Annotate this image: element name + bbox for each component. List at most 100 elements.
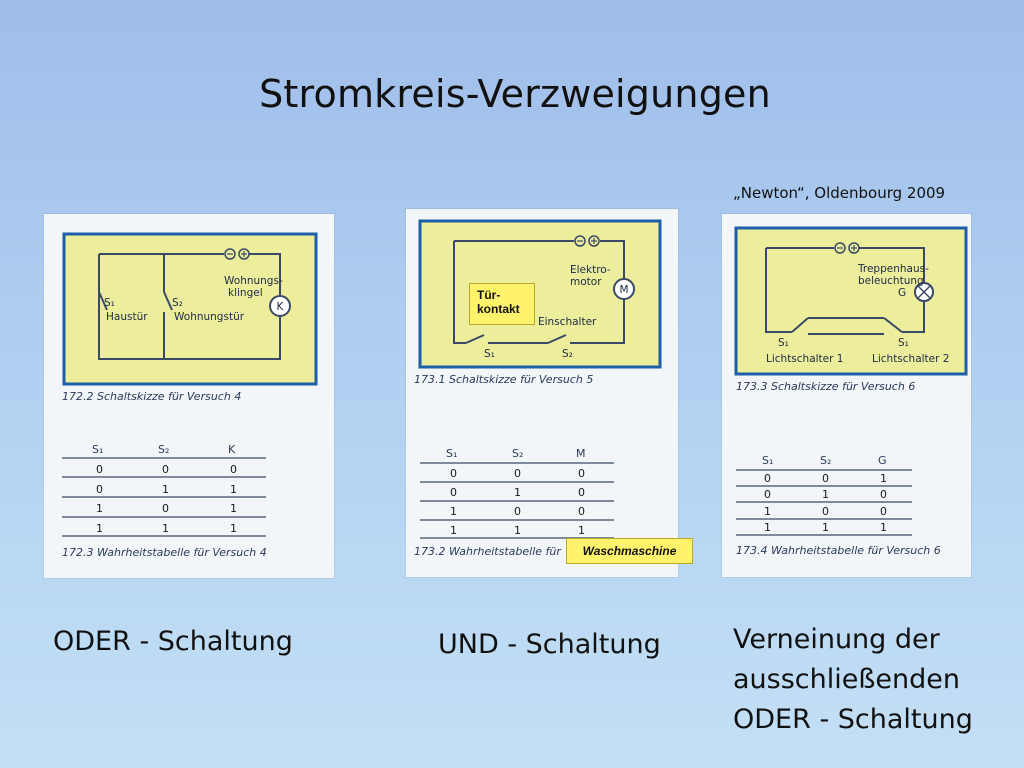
oder-device-label-2: klingel [228, 287, 263, 299]
und-cell: 0 [578, 467, 585, 480]
xnor-cell: 0 [822, 505, 829, 518]
panel-oder-schaltung: K Wohnungs- klingel S₁ Haustür S₂ Wohnun… [44, 214, 334, 578]
xnor-cell: 0 [880, 488, 887, 501]
und-cell: 1 [578, 524, 585, 537]
oder-switch-s2 [163, 291, 173, 311]
motor-device-icon [613, 278, 635, 300]
xnor-s1-left: S₁ [778, 337, 789, 349]
xnor-switch2-label: Lichtschalter 2 [872, 353, 949, 365]
und-cell: 0 [450, 467, 457, 480]
attribution-text: „Newton“, Oldenbourg 2009 [733, 184, 946, 202]
oder-cell: 1 [230, 522, 237, 535]
und-s1-symbol: S₁ [484, 348, 495, 360]
oder-wires [98, 253, 281, 360]
oder-s1-name: Haustür [106, 311, 148, 323]
xnor-circuit-caption: 173.3 Schaltskizze für Versuch 6 [736, 380, 915, 393]
oder-circuit-caption: 172.2 Schaltskizze für Versuch 4 [62, 390, 241, 403]
oder-cell: 0 [96, 483, 103, 496]
oder-figure: K Wohnungs- klingel S₁ Haustür S₂ Wohnun… [62, 232, 318, 559]
oder-cell: 0 [230, 463, 237, 476]
und-cell: 0 [514, 467, 521, 480]
oder-cell: 1 [96, 522, 103, 535]
xnor-switch1-label: Lichtschalter 1 [766, 353, 843, 365]
oder-th-2: K [228, 443, 236, 456]
oder-cell: 0 [162, 502, 169, 515]
slide-title: Stromkreis-Verzweigungen [259, 72, 771, 116]
xnor-cell: 1 [822, 521, 829, 534]
xnor-device-symbol: G [898, 287, 906, 299]
und-th-1: S₂ [512, 447, 523, 460]
und-cell: 0 [450, 486, 457, 499]
und-switch-s1 [465, 334, 485, 344]
und-motor-label-1: Elektro- [570, 264, 611, 276]
und-table-caption: 173.2 Wahrheitstabelle für [414, 545, 562, 558]
xnor-figure: Treppenhaus- beleuchtung G S₁ S₁ Lichtsc… [734, 226, 968, 557]
und-switch-s2 [547, 334, 567, 344]
oder-device-symbol: K [277, 301, 285, 313]
xnor-switch-1 [791, 317, 809, 333]
xnor-switch-2 [883, 317, 903, 333]
und-cell: 1 [514, 524, 521, 537]
xnor-th-1: S₂ [820, 454, 831, 467]
door-contact-note-line1: Tür- [477, 288, 501, 302]
panel-xnor-schaltung: Treppenhaus- beleuchtung G S₁ S₁ Lichtsc… [722, 214, 971, 577]
xnor-cell: 0 [764, 488, 771, 501]
label-oder: ODER - Schaltung [53, 626, 293, 657]
und-cell: 0 [578, 505, 585, 518]
xnor-cell: 0 [880, 505, 887, 518]
xnor-cell: 1 [822, 488, 829, 501]
xnor-th-2: G [878, 454, 887, 467]
xnor-truth-table: S₁ S₂ G 0 0 1 0 1 0 1 0 0 1 1 1 [736, 454, 912, 536]
oder-s2-name: Wohnungstür [174, 311, 245, 323]
oder-s1-symbol: S₁ [104, 297, 115, 309]
und-device-symbol: M [619, 284, 628, 296]
xnor-cell: 0 [822, 472, 829, 485]
oder-table-caption: 172.3 Wahrheitstabelle für Versuch 4 [62, 546, 267, 559]
und-th-0: S₁ [446, 447, 457, 460]
xnor-lamp-label-2: beleuchtung [858, 275, 924, 287]
panel-und-schaltung: M Elektro- motor Einschalter S₁ S₂ 173.1… [406, 209, 678, 577]
bell-device-icon [269, 295, 291, 317]
oder-cell: 1 [96, 502, 103, 515]
door-contact-note: Tür- kontakt [469, 283, 535, 325]
xnor-cell: 0 [764, 472, 771, 485]
oder-cell: 0 [162, 463, 169, 476]
oder-truth-table: S₁ S₂ K 0 0 0 0 1 1 1 0 1 1 1 1 [62, 443, 266, 537]
xnor-cell: 1 [764, 505, 771, 518]
und-cell: 1 [450, 524, 457, 537]
oder-cell: 1 [162, 483, 169, 496]
washing-machine-note-text: Waschmaschine [582, 544, 677, 558]
xnor-lamp-label-1: Treppenhaus- [857, 263, 929, 275]
und-truth-table: S₁ S₂ M 0 0 0 0 1 0 1 0 0 1 1 1 [420, 447, 614, 539]
oder-s2-symbol: S₂ [172, 297, 183, 309]
und-s2-symbol: S₂ [562, 348, 573, 360]
door-contact-note-line2: kontakt [477, 302, 520, 316]
washing-machine-note: Waschmaschine [566, 538, 693, 564]
und-cell: 0 [514, 505, 521, 518]
oder-cell: 0 [96, 463, 103, 476]
und-figure: M Elektro- motor Einschalter S₁ S₂ 173.1… [414, 219, 662, 558]
und-wires [453, 240, 625, 344]
oder-th-0: S₁ [92, 443, 103, 456]
oder-cell: 1 [162, 522, 169, 535]
oder-cell: 1 [230, 502, 237, 515]
oder-switch-s1 [98, 291, 108, 311]
und-cell: 0 [578, 486, 585, 499]
xnor-th-0: S₁ [762, 454, 773, 467]
label-xnor: Verneinung der ausschließenden ODER - Sc… [733, 620, 973, 740]
oder-cell: 1 [230, 483, 237, 496]
und-switch-label: Einschalter [538, 316, 597, 328]
und-circuit-caption: 173.1 Schaltskizze für Versuch 5 [414, 373, 593, 386]
label-xnor-line2: ausschließenden [733, 664, 960, 695]
xnor-cell: 1 [764, 521, 771, 534]
label-und: UND - Schaltung [438, 629, 661, 660]
xnor-table-caption: 173.4 Wahrheitstabelle für Versuch 6 [736, 544, 941, 557]
und-motor-label-2: motor [570, 276, 602, 288]
label-xnor-line3: ODER - Schaltung [733, 704, 973, 735]
und-cell: 1 [514, 486, 521, 499]
xnor-cell: 1 [880, 521, 887, 534]
oder-th-1: S₂ [158, 443, 169, 456]
xnor-s1-right: S₁ [898, 337, 909, 349]
und-cell: 1 [450, 505, 457, 518]
oder-device-label-1: Wohnungs- [224, 275, 283, 287]
